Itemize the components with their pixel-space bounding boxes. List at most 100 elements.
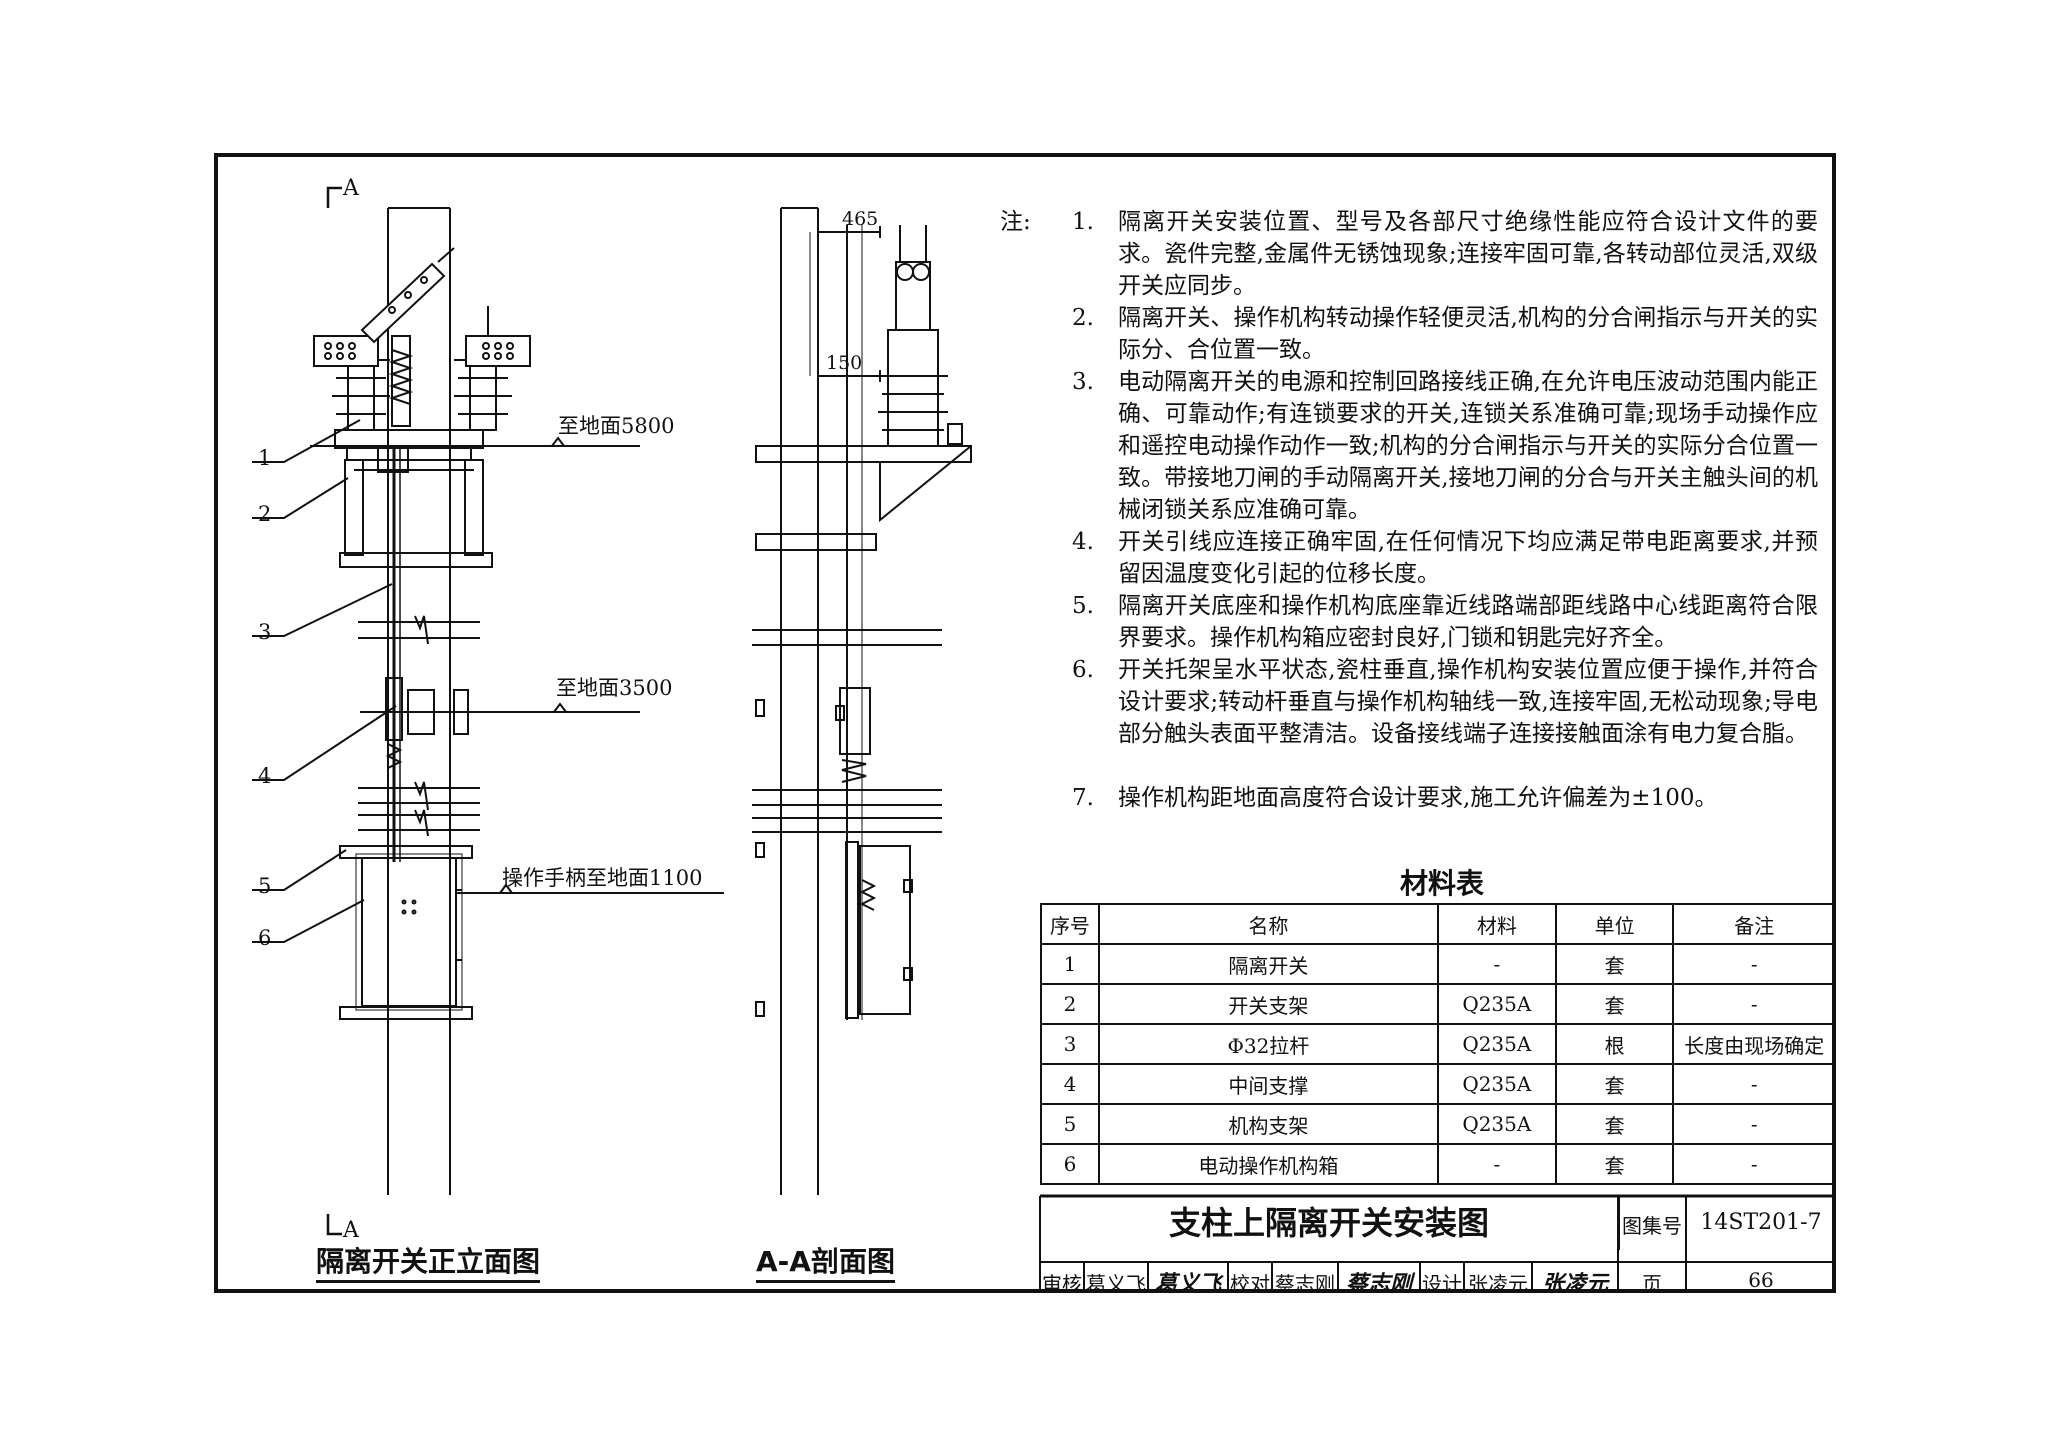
elevation-1100 — [456, 883, 724, 894]
header-index: 序号 — [1040, 903, 1100, 945]
cell: Q235A — [1436, 1023, 1557, 1065]
notes-head: 注: — [1000, 209, 1031, 235]
pole-break-marks — [358, 615, 480, 837]
review-label: 审核 — [1042, 1272, 1082, 1296]
page-label: 页 — [1642, 1272, 1662, 1296]
section-platform — [755, 445, 972, 463]
section-view-drawing — [752, 207, 972, 1195]
bracket-lower-beam — [339, 552, 493, 568]
callout-3: 3 — [258, 620, 272, 644]
table-row: 3 Φ32拉杆 Q235A 根 长度由现场确定 — [1040, 1023, 1836, 1065]
cell: 开关支架 — [1097, 983, 1439, 1025]
header-name: 名称 — [1097, 903, 1439, 945]
table-row: 1 隔离开关 - 套 - — [1040, 943, 1836, 985]
cell: 隔离开关 — [1097, 943, 1439, 985]
cell: - — [1672, 983, 1836, 1025]
cell: Q235A — [1436, 983, 1557, 1025]
drawing-title: 支柱上隔离开关安装图 — [1040, 1196, 1620, 1250]
cell: 套 — [1554, 1063, 1675, 1105]
table-row: 5 机构支架 Q235A 套 - — [1040, 1103, 1836, 1145]
rod-linkage — [377, 447, 409, 473]
atlas-number: 14ST201-7 — [1700, 1210, 1822, 1235]
cell: - — [1672, 1103, 1836, 1145]
mechanism-bracket-bottom — [339, 1006, 473, 1020]
cell: - — [1672, 943, 1836, 985]
cell: 5 — [1040, 1103, 1100, 1145]
elevation-5800-label: 至地面5800 — [558, 414, 675, 438]
switch-bracket-right — [464, 459, 484, 556]
cell: 中间支撑 — [1097, 1063, 1439, 1105]
review-signature: 葛义飞 — [1154, 1271, 1221, 1297]
table-row: 2 开关支架 Q235A 套 - — [1040, 983, 1836, 1025]
review-name: 葛义飞 — [1086, 1272, 1146, 1296]
header-remark: 备注 — [1672, 903, 1836, 945]
section-lower-beam — [755, 533, 877, 551]
callout-4: 4 — [258, 764, 272, 788]
atlas-label: 图集号 — [1622, 1214, 1682, 1238]
header-unit: 单位 — [1554, 903, 1675, 945]
section-mark-bottom-label: A — [343, 1218, 359, 1243]
dimension-465-label: 465 — [842, 208, 879, 230]
callout-2: 2 — [258, 502, 272, 526]
design-name: 张凌元 — [1468, 1272, 1528, 1296]
elevation-5800 — [310, 436, 640, 447]
section-mechanism-box — [859, 845, 911, 1015]
materials-header-row: 序号 名称 材料 单位 备注 — [1040, 903, 1836, 945]
cell: Q235A — [1436, 1103, 1557, 1145]
table-row: 4 中间支撑 Q235A 套 - — [1040, 1063, 1836, 1105]
drawing-frame — [214, 153, 1836, 1293]
dimension-465 — [817, 226, 881, 238]
cell: - — [1436, 1143, 1557, 1185]
callout-5: 5 — [258, 874, 272, 898]
elevation-1100-label: 操作手柄至地面1100 — [502, 866, 703, 890]
callout-1: 1 — [258, 446, 272, 470]
header-material: 材料 — [1436, 903, 1557, 945]
section-mark-top-label: A — [343, 176, 359, 201]
cell: 4 — [1040, 1063, 1100, 1105]
front-view-title: 隔离开关正立面图 — [316, 1240, 541, 1283]
materials-table: 序号 名称 材料 单位 备注 1 隔离开关 - 套 - 2 开关支架 Q235A… — [1040, 903, 1836, 1185]
cell: 根 — [1554, 1023, 1675, 1065]
cell: - — [1672, 1063, 1836, 1105]
section-mark-top — [326, 186, 342, 208]
cell: 2 — [1040, 983, 1100, 1025]
title-block: 支柱上隔离开关安装图 图集号 14ST201-7 审核 葛义飞 葛义飞 校对 蔡… — [1040, 1196, 1836, 1297]
front-view-drawing — [252, 186, 724, 1236]
cell: 1 — [1040, 943, 1100, 985]
check-signature: 蔡志刚 — [1345, 1271, 1412, 1297]
cell: Φ32拉杆 — [1097, 1023, 1439, 1065]
callout-6: 6 — [258, 926, 272, 950]
cell: 电动操作机构箱 — [1097, 1143, 1439, 1185]
cell: 套 — [1554, 943, 1675, 985]
section-insulator — [878, 225, 963, 447]
section-mark-bottom — [326, 1214, 342, 1236]
elevation-3500 — [430, 702, 640, 713]
insulator-right — [454, 306, 531, 431]
dimension-150-label: 150 — [826, 352, 863, 374]
callout-leaders — [252, 419, 397, 943]
check-name: 蔡志刚 — [1275, 1272, 1335, 1296]
title-block-lines — [1039, 1194, 1836, 1293]
middle-support — [360, 677, 508, 769]
elevation-3500-label: 至地面3500 — [556, 676, 673, 700]
cell: 套 — [1554, 983, 1675, 1025]
table-row: 6 电动操作机构箱 - 套 - — [1040, 1143, 1836, 1185]
cell: 长度由现场确定 — [1672, 1023, 1836, 1065]
check-label: 校对 — [1230, 1272, 1270, 1296]
cell: 6 — [1040, 1143, 1100, 1185]
switch-bracket-left — [344, 459, 364, 556]
cell: Q235A — [1436, 1063, 1557, 1105]
dimension-150 — [817, 370, 881, 382]
section-view-title: A-A剖面图 — [756, 1240, 895, 1283]
cell: - — [1436, 943, 1557, 985]
cell: 机构支架 — [1097, 1103, 1439, 1145]
cell: 3 — [1040, 1023, 1100, 1065]
section-brace — [879, 445, 972, 523]
cell: 套 — [1554, 1143, 1675, 1185]
design-label: 设计 — [1422, 1272, 1462, 1296]
cell: 套 — [1554, 1103, 1675, 1145]
materials-title: 材料表 — [1400, 867, 1485, 900]
operating-mechanism-box — [361, 857, 457, 1007]
page-number: 66 — [1748, 1268, 1774, 1292]
